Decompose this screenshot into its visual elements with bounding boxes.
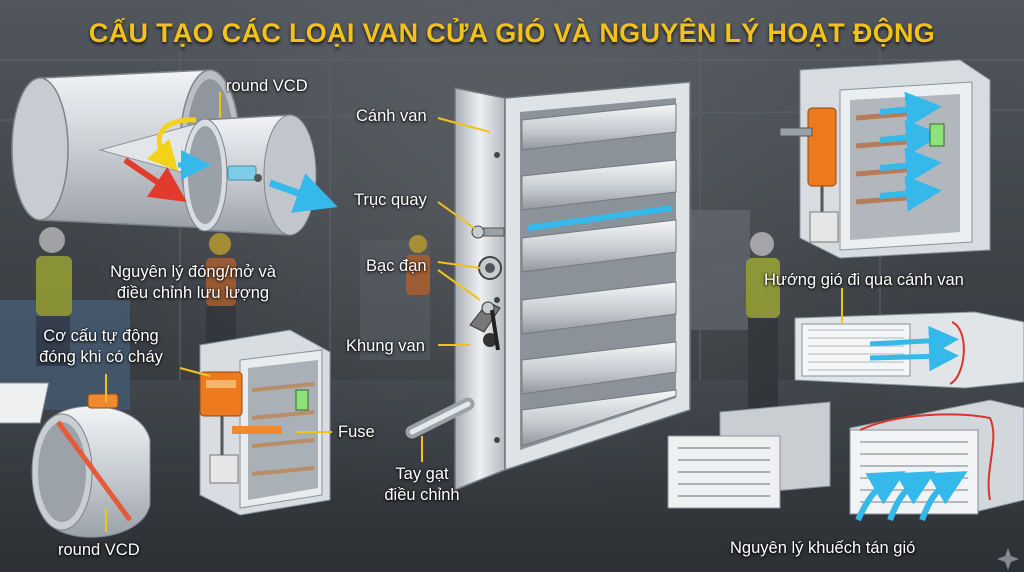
label-open-close-line2: điều chỉnh lưu lượng [116, 284, 270, 302]
label-diffusion-principle: Nguyên lý khuếch tán gió [730, 539, 916, 557]
page-title: CẤU TẠO CÁC LOẠI VAN CỬA GIÓ VÀ NGUYÊN L… [88, 18, 936, 48]
worker-right [746, 232, 780, 408]
label-handle-line1: Tay gạt [395, 465, 449, 483]
worker-left [36, 227, 72, 366]
label-round-vcd-bottom: round VCD [58, 541, 140, 559]
grille-duct-illustration [794, 288, 1024, 389]
label-fire-mechanism: Cơ cấu tự động đóng khi có cháy [26, 326, 176, 368]
label-airflow-through-blades: Hướng gió đi qua cánh van [764, 271, 964, 289]
fire-damper-round-illustration [0, 374, 151, 538]
label-handle-line2: điều chỉnh [384, 486, 460, 504]
label-handle: Tay gạt điều chỉnh [372, 464, 472, 506]
label-frame: Khung van [346, 337, 425, 355]
label-round-vcd-top: round VCD [226, 77, 308, 95]
sparkle-icon [997, 548, 1019, 570]
label-shaft: Trục quay [354, 191, 427, 209]
airflow-arrow [268, 173, 338, 213]
round-vcd-top-illustration [11, 69, 338, 236]
label-fire-mechanism-line2: đóng khi có cháy [39, 348, 163, 366]
label-blade: Cánh van [356, 107, 427, 125]
label-open-close-line1: Nguyên lý đóng/mở và [110, 263, 276, 281]
label-fire-mechanism-line1: Cơ cấu tự động [43, 327, 159, 345]
curved-rotation-arrow-icon [146, 117, 197, 172]
fire-damper-rect-illustration [179, 329, 332, 516]
diffuser-illustration [667, 399, 1024, 522]
fire-direction-arrow [123, 157, 187, 203]
main-damper-illustration [405, 81, 691, 492]
worker-background [406, 235, 430, 295]
label-bearing: Bạc đạn [366, 257, 427, 275]
damper-blades [521, 103, 677, 447]
motorized-damper-illustration [779, 59, 991, 259]
label-fuse: Fuse [338, 423, 375, 441]
label-open-close-principle: Nguyên lý đóng/mở và điều chỉnh lưu lượn… [86, 262, 300, 304]
